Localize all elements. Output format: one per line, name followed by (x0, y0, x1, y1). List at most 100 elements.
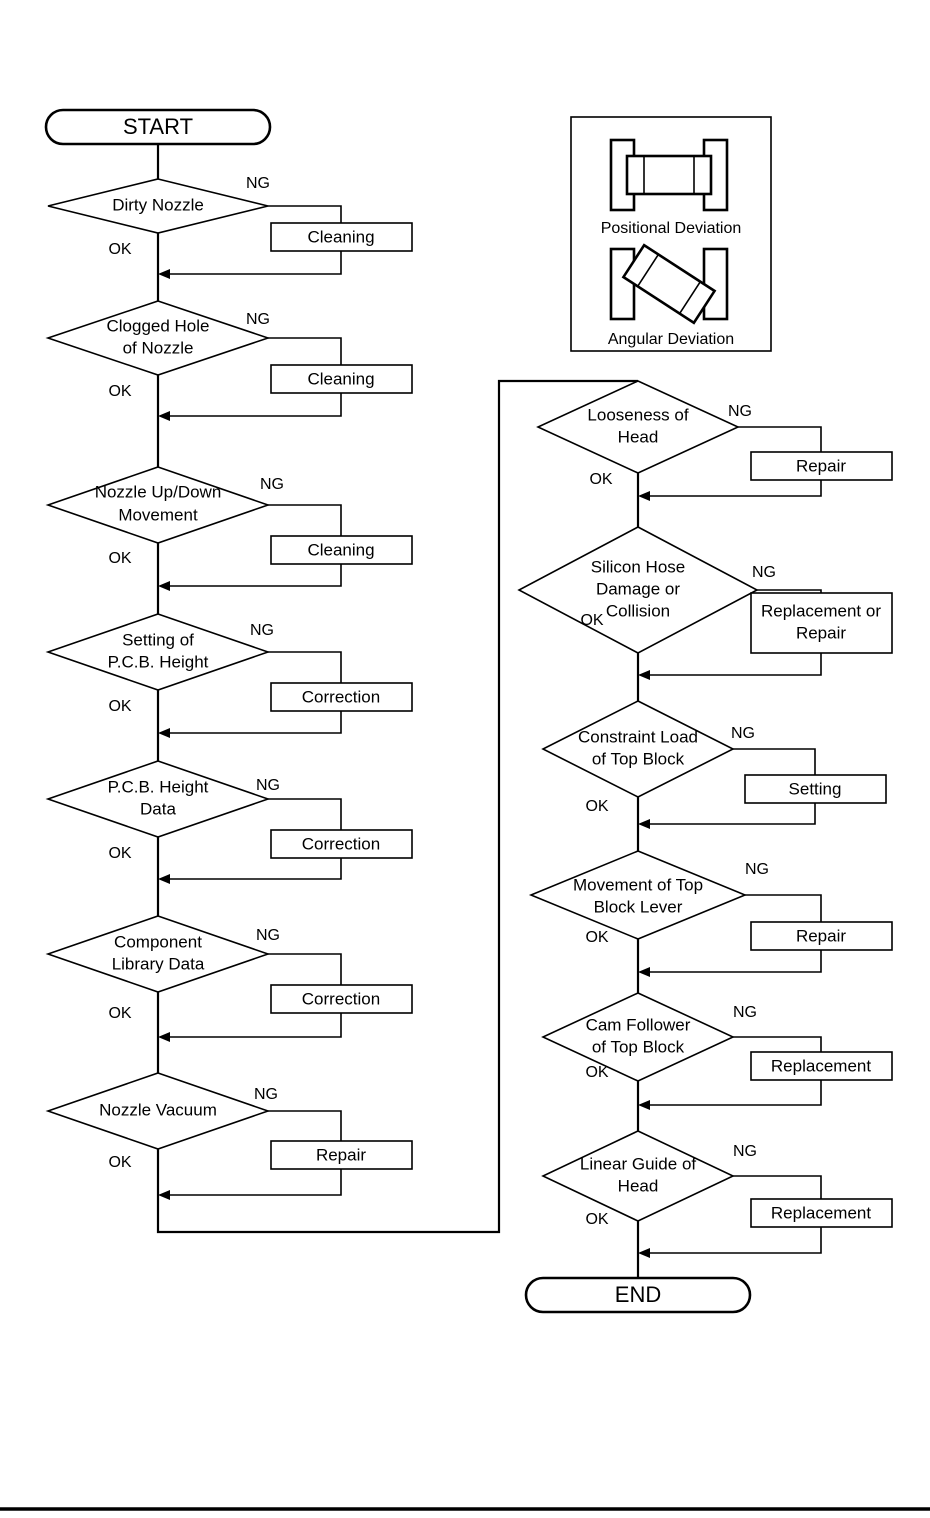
process-cleaning-1-label: Cleaning (307, 227, 374, 246)
caption-positional-deviation: Positional Deviation (601, 220, 742, 237)
component-body-positional (625, 154, 713, 196)
end-label: END (615, 1282, 661, 1307)
connector-left-to-right-column (156, 379, 638, 1234)
connector-return-r1 (646, 480, 822, 497)
decision-clogged-hole-label-2: of Nozzle (123, 338, 194, 357)
branch-ok-1: OK (108, 241, 131, 258)
decision-constraint-load: Constraint Load of Top Block (541, 700, 735, 798)
arrowhead-return-r1 (638, 491, 650, 501)
process-correction-2-label: Correction (302, 834, 380, 853)
start-terminator: START (44, 108, 272, 146)
decision-looseness-label-1: Looseness of (587, 405, 688, 424)
decision-silicon-hose-label-3: Collision (606, 601, 670, 620)
process-repair-left-label: Repair (316, 1145, 366, 1164)
pad-right-angular (702, 247, 729, 321)
branch-ok-2: OK (108, 383, 131, 400)
process-correction-2: Correction (270, 829, 413, 859)
arrowhead-return-3 (158, 581, 170, 591)
process-correction-1: Correction (270, 682, 413, 712)
process-repair-r1-label: Repair (796, 456, 846, 475)
decision-top-block-lever-label-2: Block Lever (594, 897, 683, 916)
decision-top-block-lever: Movement of Top Block Lever (528, 850, 748, 940)
decision-pcb-height-data: P.C.B. Height Data (45, 760, 271, 838)
deviation-illustration-box: Positional Deviation Angular Deviation (570, 116, 772, 352)
decision-cam-follower-label-1: Cam Follower (586, 1015, 691, 1034)
connector-ng-r5 (733, 1036, 822, 1052)
branch-ok-r5: OK (585, 1064, 608, 1081)
caption-angular-deviation: Angular Deviation (608, 331, 734, 348)
decision-linear-guide-label-1: Linear Guide of (580, 1154, 697, 1173)
connector-ng-7 (268, 1110, 342, 1141)
process-correction-3: Correction (270, 984, 413, 1014)
connector-return-r2 (646, 653, 822, 676)
decision-cam-follower: Cam Follower of Top Block (541, 992, 735, 1082)
process-replacement-r6: Replacement (750, 1198, 893, 1228)
process-repair-r4: Repair (750, 921, 893, 951)
arrowhead-return-7 (158, 1190, 170, 1200)
decision-looseness-of-head: Looseness of Head (536, 380, 740, 474)
branch-ok-5: OK (108, 845, 131, 862)
decision-linear-guide: Linear Guide of Head (541, 1130, 735, 1222)
connector-return-1 (166, 251, 342, 275)
branch-ok-r6: OK (585, 1211, 608, 1228)
connector-ng-4 (268, 651, 342, 683)
process-replacement-or-repair: Replacement or Repair (750, 592, 893, 654)
connector-return-r3 (646, 803, 816, 825)
arrowhead-return-r2 (638, 670, 650, 680)
decision-nozzle-updown-label-1: Nozzle Up/Down (95, 482, 222, 501)
arrowhead-return-5 (158, 874, 170, 884)
decision-silicon-hose-label-2: Damage or (596, 579, 680, 598)
connector-ng-r6 (733, 1175, 822, 1199)
arrowhead-return-r4 (638, 967, 650, 977)
branch-ng-r3: NG (731, 725, 755, 742)
branch-ok-7: OK (108, 1154, 131, 1171)
process-repair-r4-label: Repair (796, 926, 846, 945)
connector-ng-6 (268, 953, 342, 985)
connector-return-2 (166, 393, 342, 417)
decision-constraint-load-label-2: of Top Block (592, 749, 685, 768)
branch-ng-3: NG (260, 476, 284, 493)
decision-pcb-height-data-label-2: Data (140, 799, 176, 818)
process-cleaning-1: Cleaning (270, 222, 413, 252)
connector-ng-r2 (757, 589, 822, 593)
connector-ng-1 (268, 205, 342, 223)
end-terminator: END (524, 1276, 752, 1314)
arrowhead-return-r5 (638, 1100, 650, 1110)
branch-ng-r5: NG (733, 1004, 757, 1021)
connector-ng-r1 (738, 426, 822, 452)
process-replacement-r6-label: Replacement (771, 1203, 871, 1222)
process-cleaning-3: Cleaning (270, 535, 413, 565)
connector-ng-3 (268, 504, 342, 536)
process-cleaning-2-label: Cleaning (307, 369, 374, 388)
connector-ng-r3 (733, 748, 816, 775)
connector-ng-r4 (745, 894, 822, 922)
branch-ng-4: NG (250, 622, 274, 639)
branch-ng-r4: NG (745, 861, 769, 878)
connector-return-r4 (646, 950, 822, 973)
arrowhead-return-2 (158, 411, 170, 421)
branch-ok-r2: OK (580, 612, 603, 629)
process-setting-label: Setting (789, 779, 842, 798)
decision-silicon-hose-label-1: Silicon Hose (591, 557, 686, 576)
process-repair-r1: Repair (750, 451, 893, 481)
decision-nozzle-updown-label-2: Movement (118, 505, 198, 524)
decision-pcb-height-setting: Setting of P.C.B. Height (45, 613, 271, 691)
process-cleaning-2: Cleaning (270, 364, 413, 394)
decision-dirty-nozzle: Dirty Nozzle (47, 178, 269, 234)
decision-component-library-label-2: Library Data (112, 954, 205, 973)
decision-silicon-hose: Silicon Hose Damage or Collision (517, 526, 759, 654)
branch-ok-r1: OK (589, 471, 612, 488)
process-correction-3-label: Correction (302, 989, 380, 1008)
connector-return-4 (166, 711, 342, 734)
arrowhead-return-r6 (638, 1248, 650, 1258)
branch-ng-2: NG (246, 311, 270, 328)
decision-pcb-height-setting-label-2: P.C.B. Height (108, 652, 209, 671)
branch-ng-r6: NG (733, 1143, 757, 1160)
component-angular-group (621, 243, 717, 325)
decision-nozzle-vacuum-label: Nozzle Vacuum (99, 1100, 217, 1119)
branch-ok-6: OK (108, 1005, 131, 1022)
arrowhead-return-1 (158, 269, 170, 279)
branch-ok-4: OK (108, 698, 131, 715)
branch-ng-r1: NG (728, 403, 752, 420)
decision-dirty-nozzle-label: Dirty Nozzle (112, 195, 204, 214)
